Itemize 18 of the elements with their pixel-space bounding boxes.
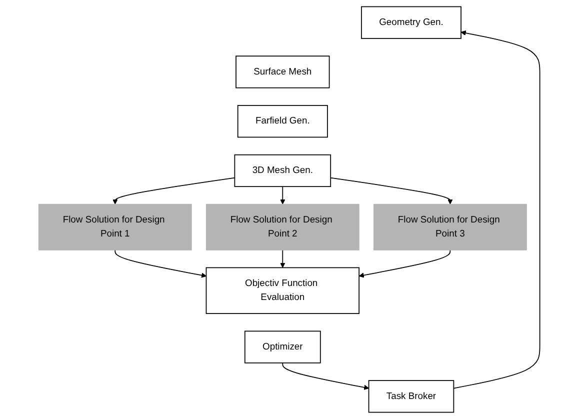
arrow (359, 250, 451, 278)
node-box: Surface Mesh (236, 56, 330, 88)
arrow (114, 250, 207, 278)
arrow (282, 362, 370, 390)
arrow (280, 250, 286, 268)
node-box: Geometry Gen. (361, 6, 462, 39)
node-box: Task Broker (368, 380, 454, 413)
node-box: Objectiv Function Evaluation (206, 267, 360, 314)
arrow (112, 177, 236, 204)
node-box: Farfield Gen. (238, 105, 328, 138)
node-box: Flow Solution for Design Point 2 (206, 204, 360, 250)
node-box: 3D Mesh Gen. (234, 154, 332, 187)
arrow (453, 30, 540, 389)
node-box: Flow Solution for Design Point 1 (38, 204, 192, 250)
node-box: Optimizer (244, 330, 322, 364)
arrow (280, 186, 286, 204)
node-box: Flow Solution for Design Point 3 (374, 204, 528, 250)
arrow (330, 177, 453, 204)
